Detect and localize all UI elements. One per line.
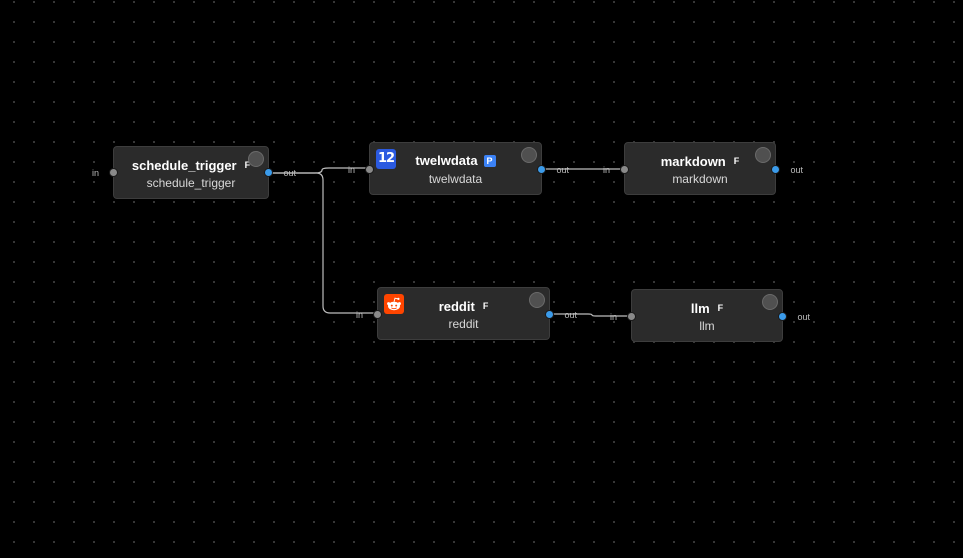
node-badge-f: F: [244, 160, 251, 170]
input-port[interactable]: [365, 165, 374, 174]
node-markdown[interactable]: markdown F markdown in out: [603, 142, 803, 195]
node-badge-p: P: [483, 155, 496, 167]
input-port[interactable]: [627, 312, 636, 321]
node-schedule-trigger[interactable]: schedule_trigger F schedule_trigger in ou…: [92, 146, 296, 199]
edge-schedule-to-reddit[interactable]: [269, 172, 377, 314]
reddit-logo-icon: [384, 294, 404, 314]
node-title-row: schedule_trigger F: [114, 157, 268, 174]
status-circle-icon[interactable]: [521, 147, 537, 163]
node-badge-f: F: [482, 301, 489, 311]
input-port[interactable]: [109, 168, 118, 177]
output-port-label: out: [790, 165, 803, 175]
status-circle-icon[interactable]: [762, 294, 778, 310]
input-port-label: in: [356, 310, 364, 320]
input-port[interactable]: [373, 310, 382, 319]
node-subtitle: llm: [699, 319, 715, 333]
input-port-label: in: [603, 165, 611, 175]
output-port-label: out: [283, 168, 296, 178]
input-port-label: in: [92, 168, 100, 178]
node-subtitle: reddit: [448, 317, 479, 331]
node-subtitle: schedule_trigger: [146, 176, 236, 190]
node-badge-f: F: [733, 156, 740, 166]
output-port[interactable]: [778, 312, 787, 321]
node-title-row: reddit F: [378, 298, 549, 315]
input-port-label: in: [610, 312, 618, 322]
output-port-label: out: [556, 165, 569, 175]
status-circle-icon[interactable]: [755, 147, 771, 163]
node-title: markdown: [660, 154, 726, 169]
input-port[interactable]: [620, 165, 629, 174]
status-circle-icon[interactable]: [529, 292, 545, 308]
node-title-row: markdown F: [625, 153, 775, 170]
output-port-label: out: [564, 310, 577, 320]
node-subtitle: markdown: [672, 172, 728, 186]
status-circle-icon[interactable]: [248, 151, 264, 167]
output-port[interactable]: [537, 165, 546, 174]
input-port-label: in: [348, 165, 356, 175]
output-port[interactable]: [264, 168, 273, 177]
node-title: reddit: [438, 299, 475, 314]
node-title-row: llm F: [632, 300, 782, 317]
node-title-row: twelwdata P: [370, 153, 541, 169]
node-badge-f: F: [717, 303, 724, 313]
output-port[interactable]: [545, 310, 554, 319]
twelvedata-logo-icon: 12: [376, 149, 396, 169]
output-port[interactable]: [771, 165, 780, 174]
node-title: twelwdata: [415, 153, 478, 168]
node-title: llm: [690, 301, 710, 316]
output-port-label: out: [797, 312, 810, 322]
node-subtitle: twelwdata: [428, 172, 483, 186]
node-title: schedule_trigger: [131, 158, 237, 173]
edge-reddit-to-llm[interactable]: [550, 313, 631, 317]
